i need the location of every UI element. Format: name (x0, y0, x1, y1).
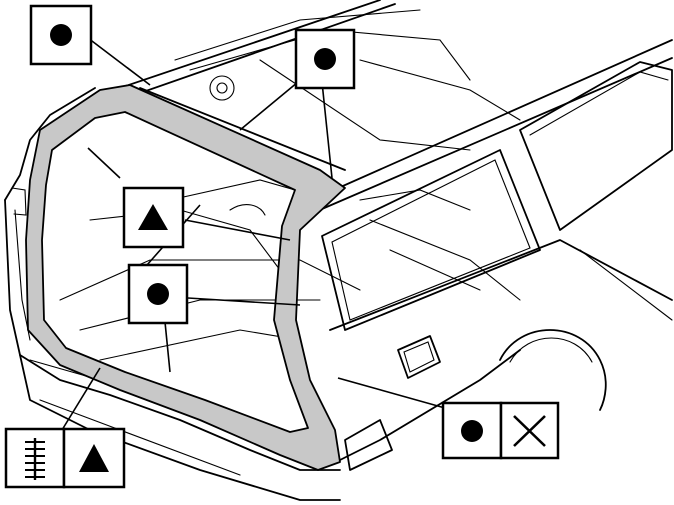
filled-triangle-icon (79, 444, 109, 472)
callout-top-center (294, 28, 356, 90)
callout-mid-left (122, 186, 185, 249)
rear-opening-frame-highlight (25, 84, 346, 471)
filled-triangle-icon (138, 204, 168, 230)
callout-mid-center (127, 263, 189, 325)
callout-top-left (29, 4, 93, 66)
cross-mark-icon (513, 415, 546, 447)
callout-bottom-left (4, 427, 126, 489)
filled-circle-icon (314, 48, 336, 70)
car-body-outline (4, 0, 673, 501)
leader-lines (61, 37, 446, 431)
filled-circle-icon (50, 24, 72, 46)
filled-circle-icon (461, 420, 483, 442)
callout-bottom-right (441, 401, 560, 460)
weld-seam-icon (25, 438, 45, 480)
filled-circle-icon (147, 283, 169, 305)
